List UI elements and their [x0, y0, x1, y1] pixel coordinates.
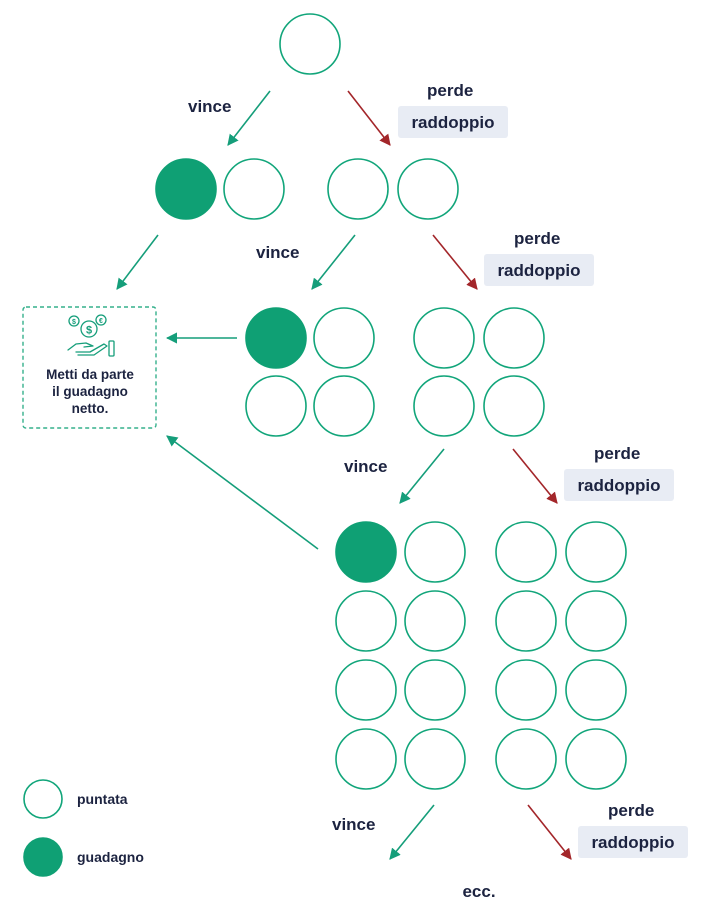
lose-label: perde	[427, 81, 473, 100]
bet-coin	[397, 158, 459, 220]
double-tag: raddoppio	[497, 261, 580, 280]
lose-label: perde	[594, 444, 640, 463]
bet-coin	[413, 375, 475, 437]
win-arrow	[389, 804, 435, 860]
bet-coin	[245, 375, 307, 437]
hand-holding-coins-icon: $ $ €	[67, 314, 115, 357]
bet-coin	[483, 375, 545, 437]
bet-coin	[404, 590, 466, 652]
bet-coin	[565, 590, 627, 652]
bet-coin	[335, 590, 397, 652]
legend-bet-label: puntata	[77, 791, 128, 807]
bet-coin	[565, 659, 627, 721]
gain-coin	[245, 307, 307, 369]
lose-arrow	[512, 448, 558, 504]
double-tag-bg	[398, 106, 508, 138]
bet-coin	[313, 375, 375, 437]
win-label: vince	[188, 97, 231, 116]
lose-arrow	[347, 90, 391, 146]
bet-coin	[335, 659, 397, 721]
bet-coin	[223, 158, 285, 220]
double-tag: raddoppio	[591, 833, 674, 852]
bet-coin	[495, 728, 557, 790]
lose-label: perde	[514, 229, 560, 248]
svg-text:$: $	[72, 319, 76, 326]
save-line-1: Metti da parte	[46, 367, 134, 382]
bet-coin	[404, 728, 466, 790]
save-line-3: netto.	[72, 401, 109, 416]
bet-coin	[404, 521, 466, 583]
double-tag-bg	[484, 254, 594, 286]
legend-gain-label: guadagno	[77, 849, 144, 865]
bet-coin	[313, 307, 375, 369]
bet-coin	[565, 728, 627, 790]
bet-coin	[495, 590, 557, 652]
win-arrow	[399, 448, 445, 504]
bet-coin	[483, 307, 545, 369]
win-label: vince	[256, 243, 299, 262]
double-tag-bg	[578, 826, 688, 858]
legend-bet-coin	[23, 779, 63, 819]
bet-coin	[279, 13, 341, 75]
double-tag: raddoppio	[577, 476, 660, 495]
save-profit-box	[22, 306, 157, 429]
bet-coin	[413, 307, 475, 369]
save-line-2: il guadagno	[52, 384, 128, 399]
gain-coin	[155, 158, 217, 220]
svg-text:$: $	[86, 325, 92, 337]
bet-coin	[335, 728, 397, 790]
bet-coin	[495, 659, 557, 721]
win-arrow	[311, 234, 356, 290]
gain-coin	[335, 521, 397, 583]
legend-gain-coin	[23, 837, 63, 877]
win-label: vince	[344, 457, 387, 476]
double-tag: raddoppio	[411, 113, 494, 132]
bet-coin	[404, 659, 466, 721]
double-tag-bg	[564, 469, 674, 501]
win-arrow	[227, 90, 271, 146]
save-arrow	[116, 234, 159, 290]
bet-coin	[495, 521, 557, 583]
lose-arrow	[432, 234, 478, 290]
lose-arrow	[527, 804, 572, 860]
lose-label: perde	[608, 801, 654, 820]
bet-coin	[327, 158, 389, 220]
save-arrow	[166, 435, 319, 550]
svg-text:€: €	[99, 318, 103, 325]
win-label: vince	[332, 815, 375, 834]
bet-coin	[565, 521, 627, 583]
etc-label: ecc.	[462, 882, 495, 901]
